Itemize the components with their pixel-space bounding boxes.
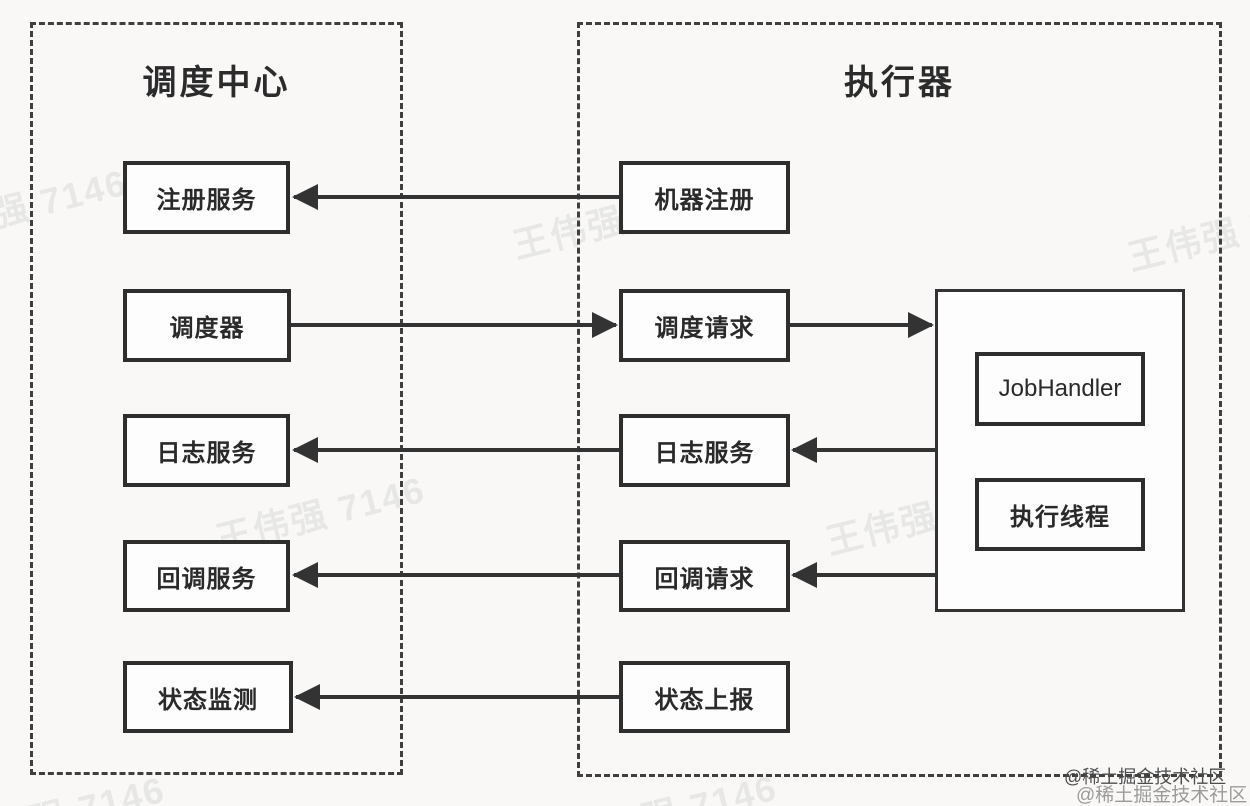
node-exec-thread: 执行线程 xyxy=(975,478,1145,551)
node-scheduler: 调度器 xyxy=(123,289,291,362)
node-callback-service: 回调服务 xyxy=(123,540,290,612)
node-schedule-request: 调度请求 xyxy=(619,289,790,362)
node-jobhandler: JobHandler xyxy=(975,352,1145,426)
executor-panel: 执行器 xyxy=(577,22,1222,777)
node-machine-register: 机器注册 xyxy=(619,161,790,234)
node-log-service-executor: 日志服务 xyxy=(619,414,790,487)
node-registry-service: 注册服务 xyxy=(123,161,290,234)
node-status-monitor: 状态监测 xyxy=(123,661,293,733)
node-log-service-center: 日志服务 xyxy=(123,414,290,487)
executor-panel-title: 执行器 xyxy=(844,64,955,102)
scheduler-panel: 调度中心 xyxy=(30,22,403,775)
scheduler-panel-title: 调度中心 xyxy=(142,64,291,102)
node-callback-request: 回调请求 xyxy=(619,540,790,612)
node-status-report: 状态上报 xyxy=(619,661,790,733)
worker-container xyxy=(935,289,1185,612)
